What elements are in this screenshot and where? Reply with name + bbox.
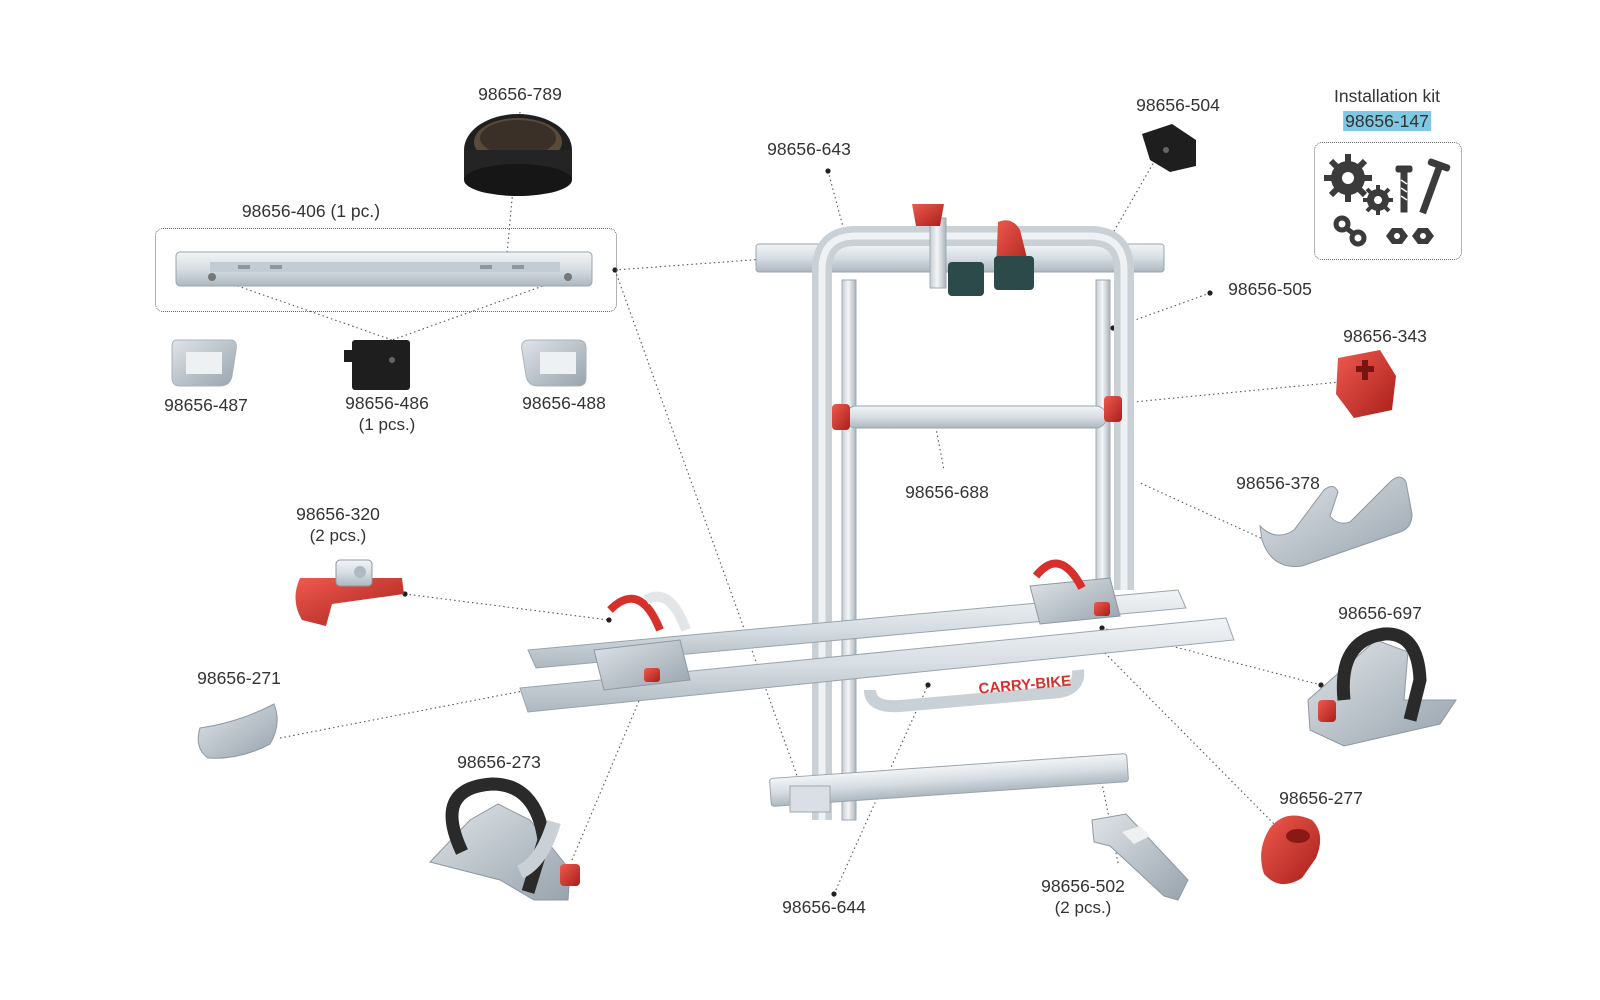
label-98656-789: 98656-789 xyxy=(478,84,562,104)
part-top-rail xyxy=(175,251,593,287)
part-320-strap xyxy=(295,559,404,626)
label-98656-320-qty: (2 pcs.) xyxy=(309,526,367,545)
kit-contents xyxy=(1324,154,1451,247)
label-98656-277: 98656-277 xyxy=(1279,788,1363,808)
part-378-arm xyxy=(1259,476,1413,567)
gear-icon xyxy=(1324,154,1393,215)
part-504-bracket xyxy=(1142,124,1196,172)
part-end-cap-right xyxy=(521,339,587,387)
label-98656-697: 98656-697 xyxy=(1338,603,1422,623)
part-502-bracket xyxy=(1091,813,1189,901)
part-343-red-block xyxy=(1336,350,1396,418)
label-98656-504: 98656-504 xyxy=(1136,95,1220,115)
label-98656-487: 98656-487 xyxy=(164,395,248,415)
label-98656-502-qty: (2 pcs.) xyxy=(1054,898,1112,917)
label-98656-488: 98656-488 xyxy=(522,393,606,413)
label-98656-320-number: 98656-320 xyxy=(296,504,380,524)
part-clamp-ring xyxy=(464,114,572,196)
part-273-wheel-holder xyxy=(429,777,580,901)
nut-icon xyxy=(1386,228,1434,244)
label-98656-688: 98656-688 xyxy=(905,482,989,502)
label-98656-502-number: 98656-502 xyxy=(1041,876,1125,896)
kit-part-number[interactable]: 98656-147 xyxy=(1343,110,1431,132)
part-bike-rails: CARRY-BIKE xyxy=(519,589,1235,713)
label-98656-505: 98656-505 xyxy=(1228,279,1312,299)
kit-title: Installation kit xyxy=(1333,86,1441,106)
label-98656-343: 98656-343 xyxy=(1343,326,1427,346)
label-98656-273: 98656-273 xyxy=(457,752,541,772)
label-98656-644: 98656-644 xyxy=(782,897,866,917)
part-697-wheel-holder xyxy=(1307,627,1457,747)
label-98656-486: 98656-486 (1 pcs.) xyxy=(345,392,429,436)
screw-icon xyxy=(1395,158,1451,215)
kit-part-number-text: 98656-147 xyxy=(1343,111,1431,131)
part-end-cap-left xyxy=(171,339,237,387)
top-rail-group-box xyxy=(155,228,617,312)
label-98656-486-qty: (1 pcs.) xyxy=(358,415,416,434)
chain-icon xyxy=(1333,215,1367,247)
part-wheel-holder-right xyxy=(1029,559,1121,625)
label-98656-378: 98656-378 xyxy=(1236,473,1320,493)
label-98656-502: 98656-502 (2 pcs.) xyxy=(1041,875,1125,919)
label-98656-406: 98656-406 (1 pc.) xyxy=(241,201,381,221)
part-wheel-holder-left xyxy=(593,591,691,691)
label-98656-643: 98656-643 xyxy=(767,139,851,159)
label-98656-271: 98656-271 xyxy=(197,668,281,688)
part-main-frame xyxy=(755,204,1165,821)
part-277-red-knob xyxy=(1261,815,1321,885)
part-271-shell xyxy=(197,703,278,759)
label-98656-320: 98656-320 (2 pcs.) xyxy=(296,503,380,547)
installation-kit-box xyxy=(1314,142,1462,260)
label-98656-486-number: 98656-486 xyxy=(345,393,429,413)
part-black-plate xyxy=(344,340,410,390)
